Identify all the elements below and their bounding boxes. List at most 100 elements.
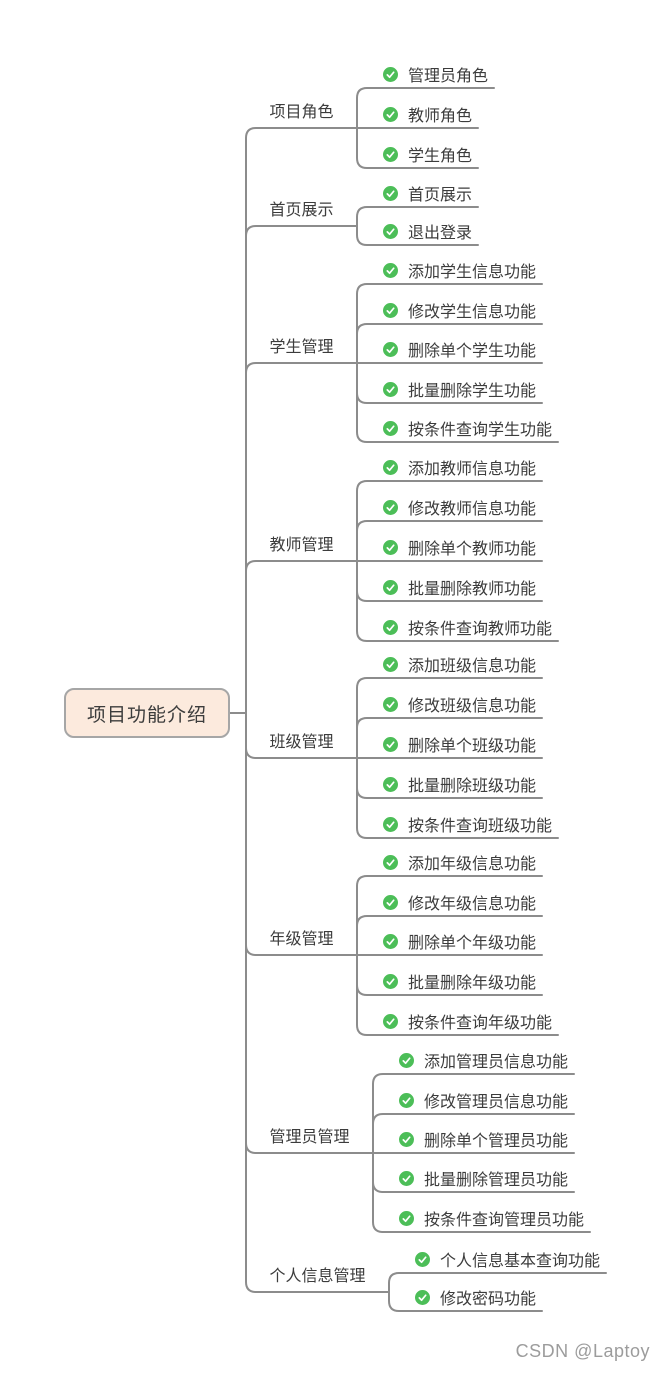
check-circle-icon <box>383 894 398 910</box>
leaf-label: 删除单个年级功能 <box>408 935 537 952</box>
check-circle-icon <box>383 66 398 82</box>
leaf-node[interactable]: 管理员角色 <box>357 59 494 89</box>
leaf-label: 修改年级信息功能 <box>408 896 537 913</box>
leaf-node[interactable]: 按条件查询学生功能 <box>357 413 558 443</box>
leaf-label: 按条件查询年级功能 <box>408 1015 553 1032</box>
leaf-label: 删除单个学生功能 <box>408 343 537 360</box>
leaf-label: 学生角色 <box>408 148 473 165</box>
check-circle-icon <box>399 1092 414 1108</box>
leaf-label: 删除单个班级功能 <box>408 738 537 755</box>
leaf-label: 按条件查询教师功能 <box>408 621 553 638</box>
leaf-label: 修改教师信息功能 <box>408 501 537 518</box>
check-circle-icon <box>399 1210 414 1226</box>
leaf-node[interactable]: 修改教师信息功能 <box>357 492 542 522</box>
check-circle-icon <box>383 420 398 436</box>
check-circle-icon <box>383 1013 398 1029</box>
leaf-label: 批量删除管理员功能 <box>424 1172 569 1189</box>
leaf-label: 修改班级信息功能 <box>408 698 537 715</box>
leaf-label: 修改学生信息功能 <box>408 304 537 321</box>
leaf-label: 添加年级信息功能 <box>408 856 537 873</box>
leaf-label: 教师角色 <box>408 108 473 125</box>
leaf-node[interactable]: 批量删除年级功能 <box>357 966 542 996</box>
branch-node-6[interactable]: 年级管理 <box>269 931 334 948</box>
check-circle-icon <box>383 854 398 870</box>
leaf-node[interactable]: 教师角色 <box>357 99 478 129</box>
check-circle-icon <box>383 499 398 515</box>
leaf-label: 按条件查询管理员功能 <box>424 1212 585 1229</box>
branch-node-3[interactable]: 学生管理 <box>269 339 334 356</box>
leaf-node[interactable]: 修改年级信息功能 <box>357 887 542 917</box>
branch-node-2[interactable]: 首页展示 <box>269 202 334 219</box>
leaf-label: 批量删除班级功能 <box>408 778 537 795</box>
leaf-node[interactable]: 批量删除教师功能 <box>357 572 542 602</box>
leaf-label: 按条件查询班级功能 <box>408 818 553 835</box>
check-circle-icon <box>383 776 398 792</box>
watermark: CSDN @Laptoy <box>515 1341 650 1361</box>
leaf-node[interactable]: 修改班级信息功能 <box>357 689 542 719</box>
leaf-node[interactable]: 按条件查询教师功能 <box>357 612 558 642</box>
check-circle-icon <box>383 736 398 752</box>
leaf-node[interactable]: 批量删除班级功能 <box>357 769 542 799</box>
branch-node-8[interactable]: 个人信息管理 <box>269 1268 366 1285</box>
leaf-node[interactable]: 删除单个年级功能 <box>357 926 542 956</box>
check-circle-icon <box>383 619 398 635</box>
check-circle-icon <box>415 1251 430 1267</box>
check-circle-icon <box>383 262 398 278</box>
leaf-node[interactable]: 删除单个管理员功能 <box>373 1124 574 1154</box>
leaf-node[interactable]: 首页展示 <box>357 178 478 208</box>
check-circle-icon <box>383 106 398 122</box>
leaf-node[interactable]: 修改学生信息功能 <box>357 295 542 325</box>
leaf-node[interactable]: 修改管理员信息功能 <box>373 1085 574 1115</box>
leaf-label: 修改密码功能 <box>440 1291 537 1308</box>
leaf-label: 首页展示 <box>408 187 473 204</box>
leaf-node[interactable]: 添加年级信息功能 <box>357 847 542 877</box>
leaf-node[interactable]: 批量删除学生功能 <box>357 374 542 404</box>
leaf-label: 添加教师信息功能 <box>408 461 537 478</box>
leaf-node[interactable]: 按条件查询管理员功能 <box>373 1203 590 1233</box>
leaf-label: 批量删除教师功能 <box>408 581 537 598</box>
check-circle-icon <box>383 816 398 832</box>
leaf-node[interactable]: 批量删除管理员功能 <box>373 1163 574 1193</box>
leaf-node[interactable]: 退出登录 <box>357 216 478 246</box>
check-circle-icon <box>383 381 398 397</box>
leaf-node[interactable]: 按条件查询年级功能 <box>357 1006 558 1036</box>
leaf-node[interactable]: 添加教师信息功能 <box>357 452 542 482</box>
leaf-label: 个人信息基本查询功能 <box>440 1253 601 1270</box>
leaf-label: 删除单个教师功能 <box>408 541 537 558</box>
mindmap-root-node[interactable]: 项目功能介绍 <box>64 688 230 738</box>
branch-node-1[interactable]: 项目角色 <box>269 104 334 121</box>
branch-node-5[interactable]: 班级管理 <box>269 734 334 751</box>
leaf-label: 删除单个管理员功能 <box>424 1133 569 1150</box>
leaf-label: 按条件查询学生功能 <box>408 422 553 439</box>
leaf-label: 修改管理员信息功能 <box>424 1094 569 1111</box>
branch-node-4[interactable]: 教师管理 <box>269 537 334 554</box>
check-circle-icon <box>383 146 398 162</box>
leaf-label: 添加学生信息功能 <box>408 264 537 281</box>
leaf-node[interactable]: 删除单个班级功能 <box>357 729 542 759</box>
leaf-node[interactable]: 个人信息基本查询功能 <box>389 1244 606 1274</box>
leaf-node[interactable]: 删除单个学生功能 <box>357 334 542 364</box>
leaf-node[interactable]: 学生角色 <box>357 139 478 169</box>
check-circle-icon <box>399 1052 414 1068</box>
leaf-label: 退出登录 <box>408 225 473 242</box>
leaf-node[interactable]: 添加班级信息功能 <box>357 649 542 679</box>
leaf-node[interactable]: 修改密码功能 <box>389 1282 542 1312</box>
check-circle-icon <box>383 223 398 239</box>
branch-node-7[interactable]: 管理员管理 <box>269 1129 350 1146</box>
leaf-node[interactable]: 添加学生信息功能 <box>357 255 542 285</box>
check-circle-icon <box>399 1131 414 1147</box>
leaf-label: 添加管理员信息功能 <box>424 1054 569 1071</box>
check-circle-icon <box>383 459 398 475</box>
check-circle-icon <box>383 341 398 357</box>
check-circle-icon <box>383 302 398 318</box>
leaf-node[interactable]: 删除单个教师功能 <box>357 532 542 562</box>
leaf-node[interactable]: 添加管理员信息功能 <box>373 1045 574 1075</box>
leaf-node[interactable]: 按条件查询班级功能 <box>357 809 558 839</box>
check-circle-icon <box>383 696 398 712</box>
check-circle-icon <box>383 656 398 672</box>
check-circle-icon <box>383 185 398 201</box>
leaf-label: 批量删除年级功能 <box>408 975 537 992</box>
check-circle-icon <box>383 539 398 555</box>
